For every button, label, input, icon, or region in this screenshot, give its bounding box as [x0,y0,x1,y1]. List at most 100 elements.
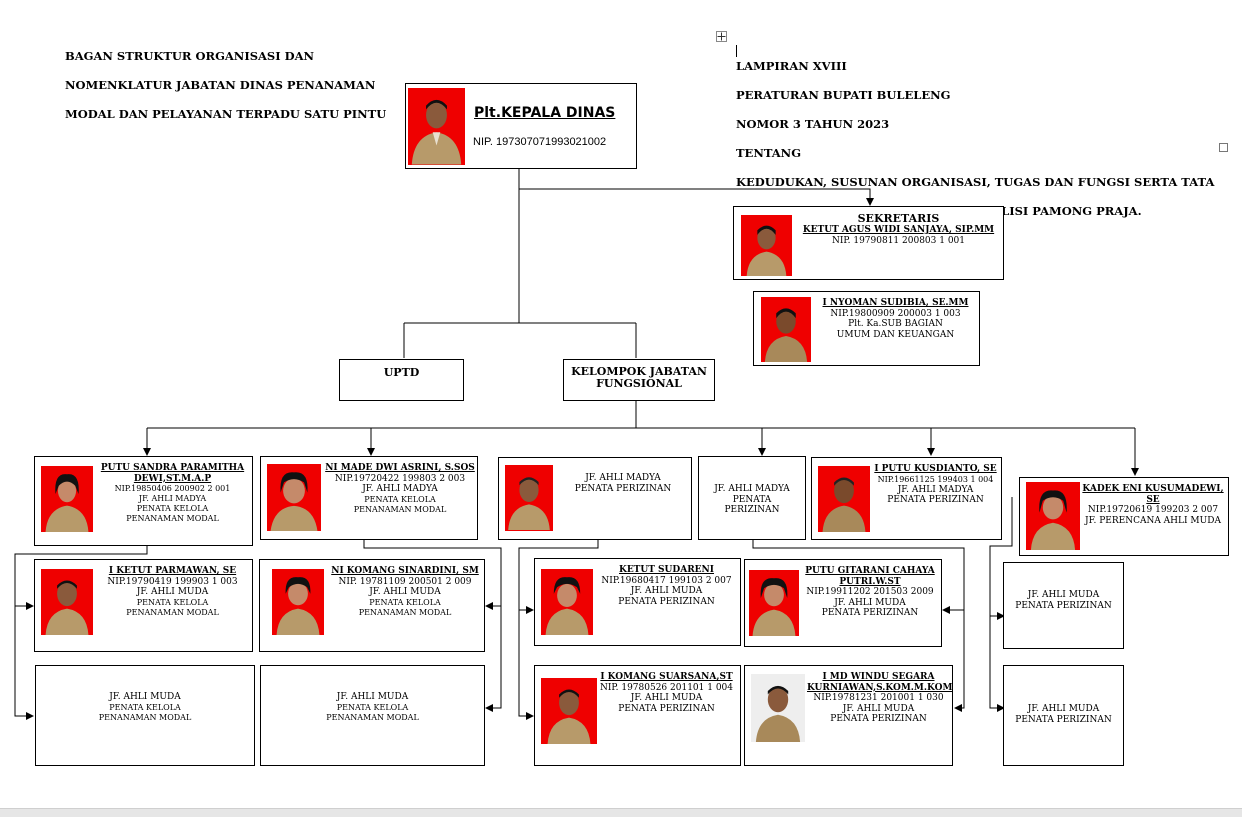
p14-nip: NIP. 19780526 201101 1 004 [599,682,734,693]
kepala-title: Plt.KEPALA DINAS [474,105,616,121]
person-box-p6[interactable]: KADEK ENI KUSUMADEWI, SE NIP.19720619 19… [1019,477,1229,556]
sekretaris-box[interactable]: SEKRETARIS KETUT AGUS WIDI SANJAYA, SIP.… [733,206,1004,280]
person-box-p9[interactable]: KETUT SUDARENI NIP.19680417 199103 2 007… [534,558,741,646]
chart-title: BAGAN STRUKTUR ORGANISASI DAN NOMENKLATU… [65,34,386,136]
kasubag-role-2: UMUM DAN KEUANGAN [836,329,955,340]
p1-role-3: PENANAMAN MODAL [126,514,219,523]
person-box-p14[interactable]: I KOMANG SUARSANA,ST NIP. 19780526 20110… [534,665,741,766]
p10-nip: NIP.19911202 201503 2009 [806,587,934,597]
p9-role-2: PENATA PERIZINAN [618,596,715,607]
p8-role-3: PENANAMAN MODAL [358,607,452,617]
p6-role-1: JF. PERENCANA AHLI MUDA [1085,515,1221,526]
p2-role-3: PENANAMAN MODAL [353,504,447,514]
p9-name: KETUT SUDARENI [619,565,714,575]
person-box-p4[interactable]: JF. AHLI MADYA PENATA PERIZINAN [698,456,806,540]
p7-role-2: PENATA KELOLA [136,597,209,607]
person-box-p11[interactable]: JF. AHLI MUDA PENATA PERIZINAN [1003,562,1124,649]
p14-name: I KOMANG SUARSANA,ST [600,672,733,682]
p12-role-3: PENANAMAN MODAL [98,712,192,722]
p1-role-1: JF. AHLI MADYA [138,494,207,503]
lampiran-line-2: PERATURAN BUPATI BULELENG [736,87,951,102]
p2-name: NI MADE DWI ASRINI, S.SOS [325,463,475,473]
kasubag-name: I NYOMAN SUDIBIA, SE.MM [822,298,969,308]
p7-role-1: JF. AHLI MUDA [136,587,209,597]
lampiran-line-4: TENTANG [736,145,802,160]
person-box-p16[interactable]: JF. AHLI MUDA PENATA PERIZINAN [1003,665,1124,766]
p7-role-3: PENANAMAN MODAL [126,607,219,617]
p9-role-1: JF. AHLI MUDA [630,586,703,596]
photo-p3 [505,465,553,531]
person-box-p15[interactable]: I MD WINDU SEGARA KURNIAWAN,S.KOM.M.KOM … [744,665,953,766]
p3-role-2: PENATA PERIZINAN [574,483,672,494]
kasubag-box[interactable]: I NYOMAN SUDIBIA, SE.MM NIP.19800909 200… [753,291,980,366]
person-box-p1[interactable]: PUTU SANDRA PARAMITHA DEWI,ST.M.A.P NIP.… [34,456,253,546]
person-box-p2[interactable]: NI MADE DWI ASRINI, S.SOS NIP.19720422 1… [260,456,478,540]
p15-name-2: KURNIAWAN,S.KOM.M.KOM [807,682,953,693]
person-box-p3[interactable]: JF. AHLI MADYA PENATA PERIZINAN [498,457,692,540]
p15-role-1: JF. AHLI MUDA [842,703,915,714]
lampiran-line-5: KEDUDUKAN, SUSUNAN ORGANISASI, TUGAS DAN… [736,174,1215,189]
p5-nip: NIP.19661125 199403 1 004 [877,474,994,484]
sekretaris-nip: NIP. 19790811 200803 1 001 [831,235,966,246]
photo-p10 [749,570,799,636]
p13-role-3: PENANAMAN MODAL [326,712,419,722]
uptd-label: UPTD [383,366,420,379]
p5-role-2: PENATA PERIZINAN [887,495,984,505]
page-marker-icon [1219,143,1228,152]
kasubag-role-1: Plt. Ka.SUB BAGIAN [848,319,943,329]
p16-role-2: PENATA PERIZINAN [1015,714,1112,725]
sekretaris-name: KETUT AGUS WIDI SANJAYA, SIP.MM [802,225,995,235]
chart-title-line-2: NOMENKLATUR JABATAN DINAS PENANAMAN [65,77,376,92]
kasubag-photo [761,297,811,362]
kjf-line-1: KELOMPOK JABATAN [571,365,707,378]
p11-role-2: PENATA PERIZINAN [1015,600,1112,611]
p6-name: KADEK ENI KUSUMADEWI, SE [1082,484,1224,505]
photo-p7 [41,569,93,635]
p10-name-1: PUTU GITARANI CAHAYA [805,566,935,576]
kelompok-jabatan-fungsional-box[interactable]: KELOMPOK JABATAN FUNGSIONAL [563,359,715,401]
p8-role-1: JF. AHLI MUDA [369,587,441,597]
p12-role-2: PENATA KELOLA [109,702,181,712]
p4-role-1: JF. AHLI MADYA [714,484,790,494]
p2-role-2: PENATA KELOLA [364,494,436,504]
p11-role-1: JF. AHLI MUDA [1027,590,1100,600]
photo-p15 [751,674,805,742]
p3-role-1: JF. AHLI MADYA [585,473,661,483]
p15-nip: NIP.19781231 201001 1 030 [813,693,944,703]
person-box-p13[interactable]: JF. AHLI MUDA PENATA KELOLA PENANAMAN MO… [260,665,485,766]
photo-p9 [541,569,593,635]
p15-role-2: PENATA PERIZINAN [830,714,927,724]
p8-nip: NIP. 19781109 200501 2 009 [338,576,472,587]
p2-nip: NIP.19720422 199803 2 003 [334,473,466,484]
sekretaris-photo [741,215,792,276]
chart-title-line-1: BAGAN STRUKTUR ORGANISASI DAN [65,48,315,63]
p1-nip: NIP.19850406 200902 2 001 [114,484,231,493]
person-box-p12[interactable]: JF. AHLI MUDA PENATA KELOLA PENANAMAN MO… [35,665,255,766]
text-cursor-marker [736,45,737,57]
kasubag-nip: NIP.19800909 200003 1 003 [830,308,961,319]
p7-name: I KETUT PARMAWAN, SE [108,566,237,576]
kepala-dinas-box[interactable]: Plt.KEPALA DINAS NIP. 197307071993021002 [405,83,637,169]
p1-role-2: PENATA KELOLA [136,504,209,513]
person-box-p10[interactable]: PUTU GITARANI CAHAYA PUTRI.W.ST NIP.1991… [744,559,942,647]
p2-role-1: JF. AHLI MADYA [362,484,438,494]
p13-role-2: PENATA KELOLA [336,702,409,712]
photo-p1 [41,466,93,532]
p4-role-2: PENATA [732,494,772,505]
kepala-nip: NIP. 197307071993021002 [473,136,607,148]
kepala-photo [408,88,465,165]
lampiran-header: LAMPIRAN XVIII PERATURAN BUPATI BULELENG… [736,44,1214,233]
person-box-p8[interactable]: NI KOMANG SINARDINI, SM NIP. 19781109 20… [259,559,485,652]
p10-role-2: PENATA PERIZINAN [821,608,919,618]
p8-name: NI KOMANG SINARDINI, SM [331,566,479,576]
chart-title-line-3: MODAL DAN PELAYANAN TERPADU SATU PINTU [65,106,387,121]
status-bar [0,808,1242,817]
person-box-p7[interactable]: I KETUT PARMAWAN, SE NIP.19790419 199903… [34,559,253,652]
p5-role-1: JF. AHLI MADYA [897,484,974,495]
p1-name-1: PUTU SANDRA PARAMITHA [100,463,245,473]
person-box-p5[interactable]: I PUTU KUSDIANTO, SE NIP.19661125 199403… [811,457,1002,540]
move-anchor-icon[interactable] [716,31,727,42]
uptd-box[interactable]: UPTD [339,359,464,401]
p4-role-3: PERIZINAN [724,505,780,515]
